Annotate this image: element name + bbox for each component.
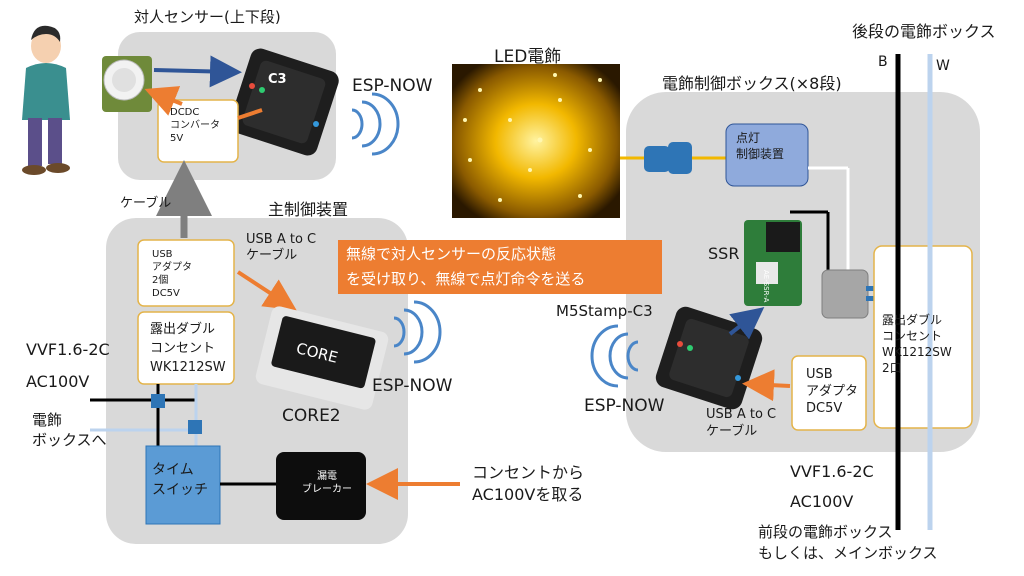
left-voltage: AC100V — [26, 372, 90, 391]
wifi-icon-core2 — [393, 300, 442, 364]
control-usb-cable-arrow — [742, 369, 791, 402]
junction-2 — [188, 420, 202, 434]
pir-sensor-icon — [102, 56, 152, 112]
lighting-controller-box — [725, 123, 809, 187]
ssr-label: SSR — [708, 244, 740, 263]
wire-b-label: B — [878, 54, 888, 70]
espnow-label-core2: ESP-NOW — [372, 376, 453, 396]
breaker-box — [276, 452, 366, 520]
core2-label: CORE2 — [282, 406, 341, 426]
main-outlet-label: 露出ダブル コンセント WK1212SW — [150, 322, 226, 375]
person-icon — [22, 25, 70, 175]
usb-cable-arrow — [236, 270, 297, 311]
core2-device-icon — [255, 306, 389, 410]
connector-right — [668, 142, 692, 174]
plug-prong-1 — [866, 286, 874, 291]
wifi-icon-m5stamp — [590, 324, 639, 388]
gray-plug — [821, 269, 869, 319]
dcdc-to-stamp-arrow — [237, 108, 263, 120]
control-box-title: 電飾制御ボックス(×8段) — [662, 74, 842, 93]
rear-box-label: 後段の電飾ボックス — [852, 22, 996, 41]
wifi-icon-sensor — [351, 92, 400, 156]
control-usb-cable-label: USB A to C ケーブル — [706, 407, 777, 439]
plug-prong-2 — [866, 296, 874, 301]
junction-1 — [151, 394, 165, 408]
callout-box — [338, 240, 662, 294]
control-outlet-label: 露出ダブル コンセント WK1212SW 2口 — [882, 313, 952, 375]
led-label: LED電飾 — [494, 47, 562, 67]
ssr-module-icon — [744, 220, 802, 306]
front-box-label: 前段の電飾ボックス もしくは、メインボックス — [758, 523, 938, 562]
control-usb-adapter-box — [791, 355, 867, 431]
right-voltage: AC100V — [790, 492, 854, 511]
sensor-title: 対人センサー(上下段) — [134, 8, 281, 26]
dcdc-power-arrow — [144, 86, 183, 116]
time-switch-label: タイム スイッチ — [152, 462, 208, 498]
espnow-label-m5stamp: ESP-NOW — [584, 396, 665, 416]
sensor-m5stamp-icon — [229, 48, 339, 156]
led-photo — [452, 64, 620, 218]
callout-text: 無線で対人センサーの反応状態 を受け取り、無線で点灯命令を送る — [346, 245, 586, 288]
main-usb-cable-label: USB A to C ケーブル — [246, 232, 317, 263]
led-sparkles — [463, 73, 602, 202]
control-usb-adapter-label: USB アダプタ DC5V — [806, 367, 859, 416]
left-cable-type: VVF1.6-2C — [26, 340, 110, 359]
ssr-board-label: AE-SSR-A — [762, 270, 770, 303]
dcdc-label: DCDC コンバータ 5V — [170, 107, 220, 144]
connector-left — [644, 146, 670, 172]
main-outlet-box — [137, 311, 235, 385]
sensor-signal-arrow — [153, 55, 242, 88]
to-box-label: 電飾 ボックスへ — [32, 411, 107, 449]
espnow-label-sensor: ESP-NOW — [352, 76, 433, 96]
m5stamp-label: M5Stamp-C3 — [556, 302, 653, 320]
cable-label: ケーブル — [120, 196, 172, 211]
sensor-chip-label: C3 — [268, 72, 287, 87]
outlet-source-label: コンセントから AC100Vを取る — [472, 463, 585, 504]
main-usb-adapter-box — [137, 239, 235, 307]
wire-w-label: W — [936, 58, 950, 74]
main-usb-adapter-label: USB アダプタ 2個 DC5V — [152, 249, 192, 299]
main-controller-title: 主制御装置 — [268, 200, 349, 219]
stamp-to-ssr-arrow — [728, 307, 765, 340]
breaker-label: 漏電 ブレーカー — [302, 471, 352, 495]
lighting-controller-label: 点灯 制御装置 — [736, 131, 785, 161]
right-cable-type: VVF1.6-2C — [790, 462, 874, 481]
